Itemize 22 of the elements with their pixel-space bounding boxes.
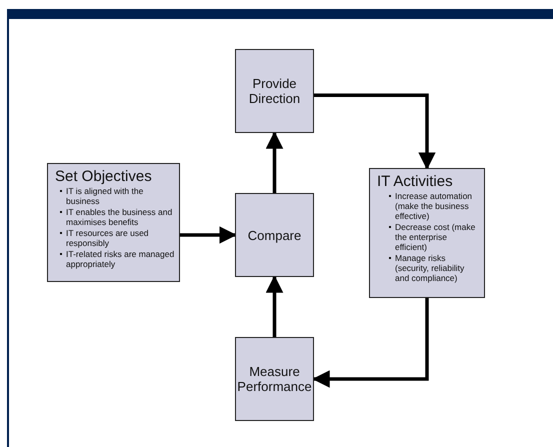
box-heading: IT Activities [377,174,454,190]
box-label: Compare [248,228,302,242]
bullet-item: IT resources are used responsibly [58,228,175,248]
process-box [235,193,314,277]
arrow [266,275,284,337]
bullet-item: Decrease cost (make the enterprise efficient) [387,222,480,252]
bullet-item: IT is aligned with the business [58,186,175,206]
process-box [369,168,485,298]
box-heading: Set Objectives [55,169,153,185]
bullet-item: IT enables the business and maximises benefits [58,207,175,227]
arrow [180,226,237,244]
arrow [312,298,429,388]
arrow [266,131,284,193]
process-box [235,49,314,133]
process-box [47,163,180,282]
bullet-item: Increase automation (make the business effective) [387,191,480,221]
process-box [235,337,314,421]
bullet-item: IT-related risks are managed appropriately [58,249,175,269]
arrow [314,93,436,170]
box-label: Measure Performance [237,364,312,394]
bullet-item: Manage risks (security, reliability and compliance) [387,253,480,283]
box-label: Provide Direction [248,76,302,106]
